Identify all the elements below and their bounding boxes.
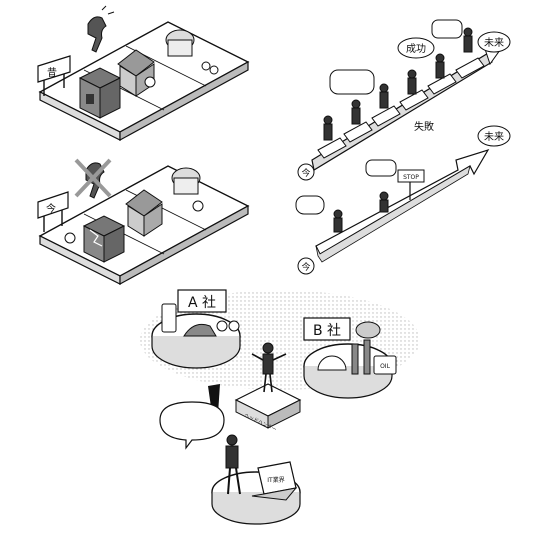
pig-figures-new [64, 200, 204, 244]
crossed-wolf [74, 158, 112, 199]
speech-bubble-worker [159, 401, 225, 450]
company-b-label: B 社 [313, 323, 341, 339]
now-label-top: 今 [301, 167, 310, 179]
new-story-panel: 今 [37, 158, 250, 286]
speech-bubble-empty-3 [295, 195, 325, 215]
future-label-bottom: 未来 [484, 131, 504, 143]
future-label-top: 未来 [484, 37, 504, 49]
speech-bubble-empty-1 [329, 69, 375, 95]
stair-steps [317, 57, 485, 159]
climbing-figures [323, 27, 473, 141]
speech-bubble-empty-4 [365, 159, 397, 177]
companies-scene: A 社 OIL B 社 ヘッドハンター [140, 289, 420, 525]
wood-house-new [125, 189, 163, 237]
straw-house-new [171, 167, 201, 195]
success-bubble: 成功 [397, 37, 435, 59]
future-bubble-top: 未来 [477, 31, 511, 53]
now-circle-bottom: 今 [297, 257, 315, 275]
old-story-panel: 昔 [37, 5, 250, 142]
struggling-figures [333, 191, 389, 233]
new-sign-label: 今 [46, 202, 56, 215]
wolf-figure [87, 5, 115, 53]
failure-label: 失敗 [414, 120, 434, 133]
now-label-bottom: 今 [301, 261, 310, 273]
brick-house [78, 67, 122, 119]
new-sign: 今 [37, 191, 69, 232]
laptop-icon: IT業界 [251, 461, 298, 501]
company-a-label: A 社 [188, 295, 216, 311]
stop-sign: STOP [397, 169, 425, 200]
oil-label: OIL [380, 363, 390, 370]
growth-chart: 成功 未来 失敗 今 [297, 19, 511, 181]
straw-house [165, 29, 195, 57]
company-b-tag: B 社 [303, 317, 351, 341]
ruined-brick-house [82, 215, 126, 263]
pig-figures [144, 61, 219, 88]
old-sign-label: 昔 [47, 67, 57, 79]
success-label: 成功 [406, 43, 426, 55]
company-a-tag: A 社 [177, 289, 227, 313]
future-bubble-bottom: 未来 [477, 125, 511, 147]
company-a-platform: A 社 [151, 289, 241, 369]
old-sign: 昔 [37, 55, 71, 96]
failure-chart: 未来 今 STOP [295, 125, 511, 275]
now-circle-top: 今 [297, 163, 315, 181]
headhunter-pedestal: ヘッドハンター [234, 342, 302, 433]
worker-platform: IT業界 [211, 434, 301, 525]
speech-bubble-empty-2 [431, 19, 463, 39]
stop-label: STOP [403, 174, 419, 181]
company-b-platform: OIL B 社 [303, 317, 397, 399]
it-label: IT業界 [267, 476, 284, 484]
